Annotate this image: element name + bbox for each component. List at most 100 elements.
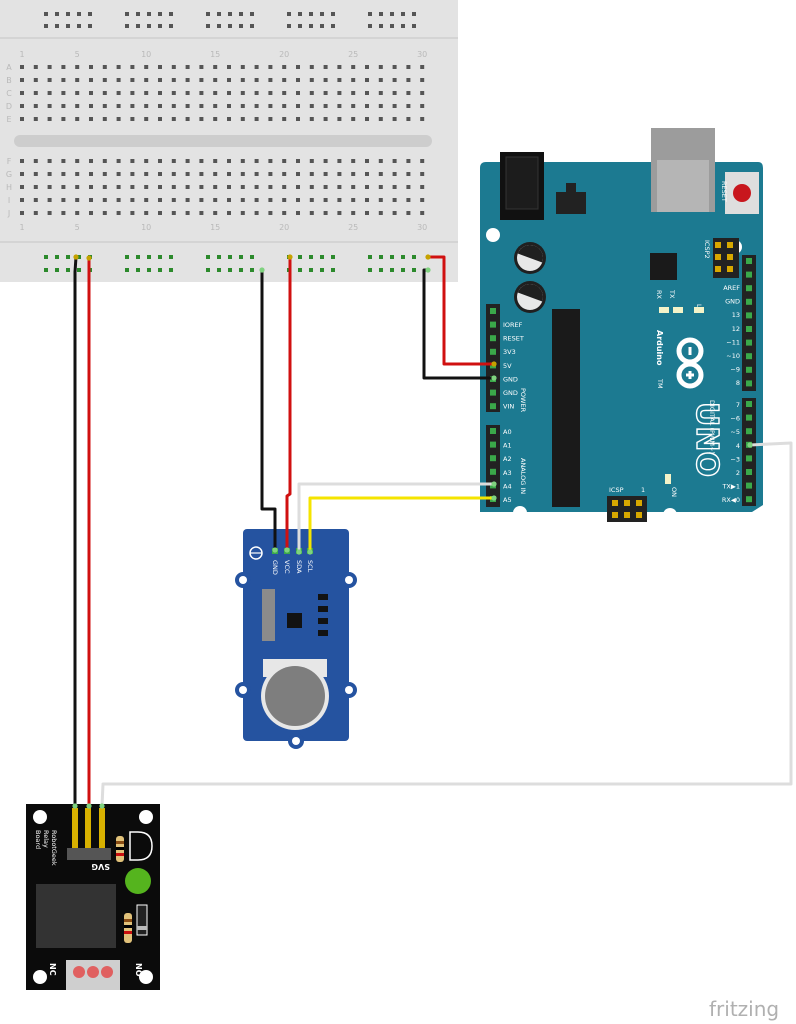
- breadboard-hole: [365, 198, 369, 202]
- breadboard-hole: [89, 185, 93, 189]
- wire-5v-red: [426, 255, 496, 366]
- header-pin: [746, 482, 752, 489]
- digital-pin-label: ~5: [730, 428, 740, 436]
- breadboard-hole: [420, 91, 425, 95]
- breadboard-hole: [185, 185, 190, 189]
- breadboard-hole: [420, 117, 425, 121]
- breadboard-hole: [89, 211, 93, 215]
- breadboard-hole: [20, 91, 24, 95]
- wire-endpoint: [284, 547, 290, 553]
- relay-pin-header: [67, 848, 111, 860]
- breadboard-hole: [185, 104, 190, 108]
- breadboard-hole: [199, 198, 204, 202]
- breadboard-hole: [158, 104, 162, 108]
- digital-pin-label: ~10: [726, 352, 740, 360]
- breadboard-hole: [406, 172, 411, 176]
- sensor-pin-label: GND: [271, 560, 279, 575]
- relay-component: [36, 884, 116, 948]
- breadboard-hole: [282, 78, 287, 82]
- wire-scl-yellow: [308, 496, 496, 554]
- rail-hole: [55, 268, 59, 272]
- relay-pin-label: SVG: [91, 862, 110, 871]
- breadboard-hole: [309, 185, 314, 189]
- breadboard-hole: [75, 91, 80, 95]
- wire-endpoint: [491, 361, 497, 367]
- breadboard-hole: [213, 91, 218, 95]
- on-label: ON: [670, 487, 678, 497]
- tx-led: [673, 307, 683, 313]
- header-pin: [490, 455, 496, 462]
- breadboard-hole: [185, 65, 190, 69]
- header-pin: [490, 389, 496, 396]
- breadboard-hole: [282, 91, 287, 95]
- column-number: 5: [75, 50, 80, 59]
- rail-hole: [206, 255, 210, 259]
- rail-hole: [379, 268, 383, 272]
- rail-hole: [320, 255, 324, 259]
- usb-chip: [650, 253, 677, 280]
- rail-hole: [412, 12, 416, 16]
- rail-hole: [239, 24, 243, 28]
- breadboard-hole: [199, 91, 204, 95]
- digital-pin-label: ~3: [730, 455, 740, 463]
- header-pin: [636, 512, 642, 518]
- rail-hole: [147, 12, 151, 16]
- rail-hole: [77, 24, 81, 28]
- breadboard-hole: [323, 159, 328, 163]
- power-pin-label: GND: [503, 375, 518, 383]
- column-number: 15: [210, 50, 220, 59]
- breadboard-hole: [392, 159, 397, 163]
- icsp2-label: ICSP2: [703, 240, 711, 259]
- rail-hole: [55, 24, 59, 28]
- breadboard-hole: [47, 211, 52, 215]
- breadboard-hole: [47, 172, 52, 176]
- rail-hole: [298, 12, 302, 16]
- header-pin: [746, 401, 752, 407]
- breadboard-hole: [240, 172, 245, 176]
- icsp-pin1-label: 1: [641, 486, 645, 494]
- rail-hole: [88, 12, 92, 16]
- breadboard-hole: [337, 185, 342, 189]
- rail-hole: [309, 255, 313, 259]
- breadboard-hole: [185, 159, 190, 163]
- rail-hole: [77, 268, 81, 272]
- breadboard-hole: [102, 91, 107, 95]
- digital-pin-label: 7: [736, 401, 740, 409]
- rail-hole: [44, 24, 48, 28]
- wire-endpoint: [287, 254, 293, 260]
- breadboard-hole: [213, 185, 218, 189]
- breadboard-hole: [268, 172, 273, 176]
- breadboard-hole: [75, 211, 80, 215]
- breadboard-hole: [171, 185, 176, 189]
- rail-hole: [125, 12, 129, 16]
- breadboard-hole: [240, 65, 245, 69]
- breadboard-hole: [282, 104, 287, 108]
- status-led: [125, 868, 151, 894]
- breadboard-hole: [337, 104, 342, 108]
- breadboard-hole: [268, 198, 273, 202]
- breadboard-hole: [61, 104, 66, 108]
- breadboard-hole: [309, 211, 314, 215]
- wire-endpoint: [425, 254, 431, 260]
- breadboard-hole: [158, 91, 162, 95]
- rail-hole: [125, 268, 129, 272]
- potentiometer: [262, 589, 275, 641]
- breadboard-hole: [89, 91, 93, 95]
- wire-endpoint: [747, 442, 753, 448]
- breadboard-hole: [61, 78, 66, 82]
- breadboard-hole: [406, 65, 411, 69]
- breadboard-hole: [392, 91, 397, 95]
- breadboard-hole: [337, 198, 342, 202]
- breadboard-hole: [406, 104, 411, 108]
- header-pin: [490, 308, 496, 314]
- digital-pin-label: 8: [736, 379, 740, 387]
- breadboard-hole: [213, 211, 218, 215]
- relay-title-line: Relay: [42, 830, 50, 848]
- breadboard-hole: [351, 159, 356, 163]
- power-pin-label: 5V: [503, 362, 512, 370]
- breadboard-hole: [61, 91, 66, 95]
- breadboard-hole: [268, 65, 273, 69]
- breadboard-hole: [337, 117, 342, 121]
- header-pin: [746, 428, 752, 435]
